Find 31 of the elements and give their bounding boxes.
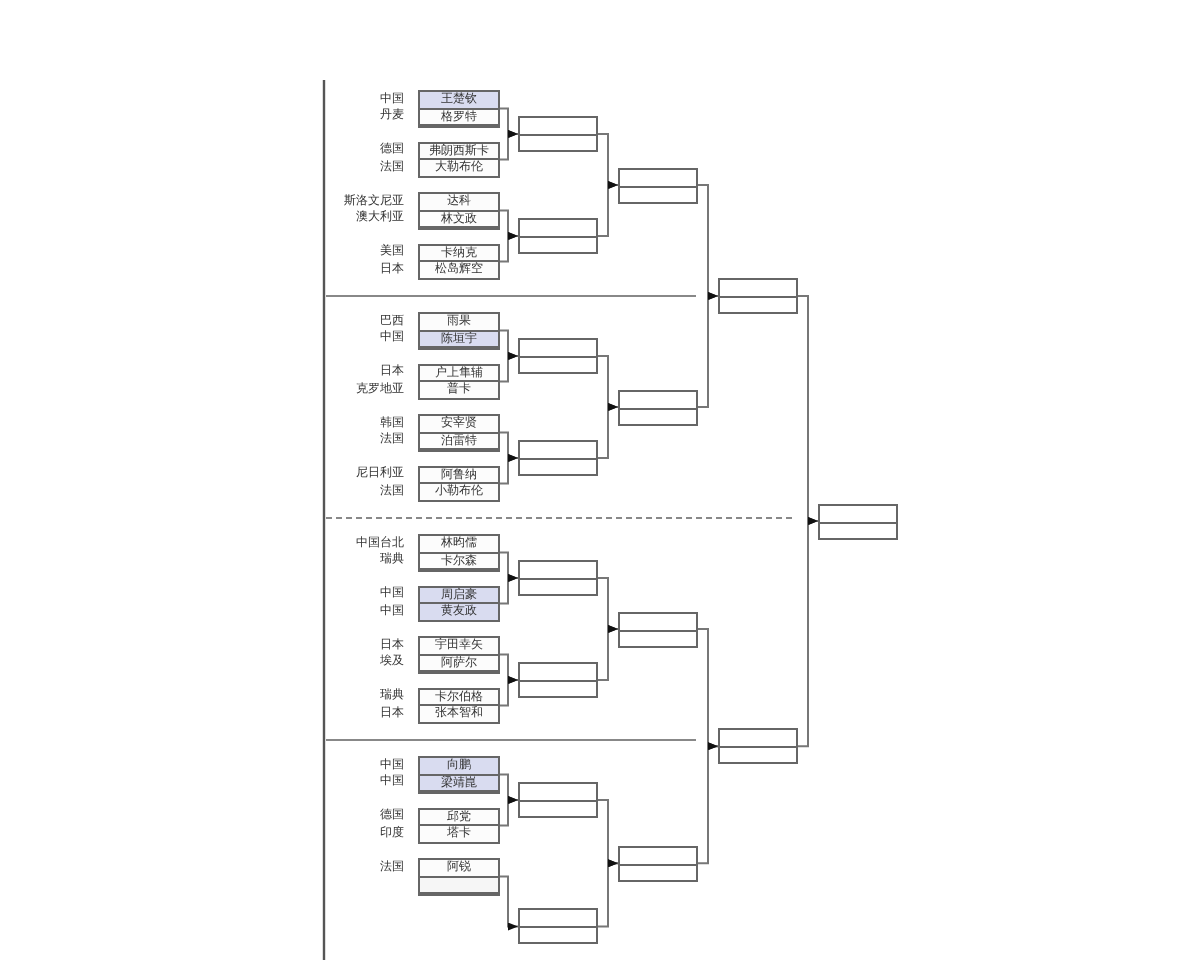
bracket-connector [697, 292, 719, 408]
result-box [718, 728, 798, 765]
bracket-connector [499, 875, 519, 931]
bracket-connector [597, 181, 619, 237]
result-box [518, 908, 598, 945]
result-box [518, 782, 598, 818]
result-box [518, 116, 598, 152]
bracket-connector [499, 676, 519, 707]
result-box [618, 845, 698, 882]
bracket-connector [499, 232, 519, 263]
result-box [518, 662, 598, 698]
result-box [618, 611, 698, 647]
result-box [518, 218, 598, 254]
bracket-connector [499, 454, 519, 485]
bracket-connector [499, 130, 519, 161]
bracket-connector [597, 625, 619, 681]
bracket-connector [597, 859, 619, 928]
result-box [718, 278, 798, 314]
result-box [518, 338, 598, 374]
bracket-connector [499, 796, 519, 827]
player-name-box [420, 877, 498, 892]
bracket-connector [499, 574, 519, 605]
result-box [618, 167, 698, 203]
result-box [818, 503, 898, 540]
bracket-connector [597, 403, 619, 459]
result-box [518, 440, 598, 476]
result-box [618, 389, 698, 425]
bracket-connector [797, 517, 819, 748]
result-box [518, 560, 598, 596]
bracket-connector [697, 742, 719, 865]
bracket-connector [499, 352, 519, 383]
